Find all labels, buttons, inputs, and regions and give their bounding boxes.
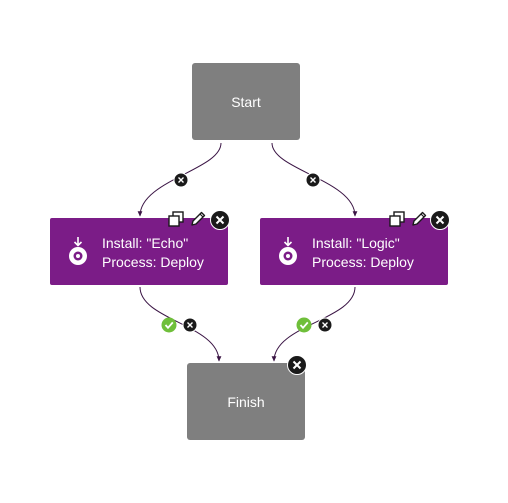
step-delete-icon[interactable] (210, 210, 230, 230)
step-process-label: Process: Deploy (312, 254, 414, 270)
finish-label: Finish (227, 393, 265, 410)
step-install-label: Install: "Echo" (102, 235, 189, 251)
pencil-icon[interactable] (189, 210, 207, 228)
connector-logic-finish[interactable] (271, 286, 356, 362)
pencil-icon[interactable] (410, 210, 428, 228)
finish-delete-icon[interactable] (287, 355, 307, 375)
connector-delete-icon[interactable] (182, 317, 198, 333)
connector-delete-icon[interactable] (173, 172, 189, 188)
success-icon[interactable] (296, 317, 312, 333)
connector-delete-icon[interactable] (305, 172, 321, 188)
install-icon (279, 237, 297, 265)
copy-icon[interactable] (389, 211, 405, 227)
connector-echo-finish[interactable] (139, 286, 222, 362)
install-icon (69, 237, 87, 265)
step-node-echo[interactable]: Install: "Echo" Process: Deploy (50, 218, 228, 285)
success-icon[interactable] (161, 317, 177, 333)
start-label: Start (231, 93, 261, 110)
connector-delete-icon[interactable] (317, 317, 333, 333)
step-process-label: Process: Deploy (102, 254, 204, 270)
step-delete-icon[interactable] (430, 210, 450, 230)
start-node[interactable]: Start (192, 63, 300, 140)
step-install-label: Install: "Logic" (312, 235, 400, 251)
step-node-logic[interactable]: Install: "Logic" Process: Deploy (260, 218, 448, 285)
finish-node[interactable]: Finish (187, 363, 305, 440)
copy-icon[interactable] (168, 211, 184, 227)
